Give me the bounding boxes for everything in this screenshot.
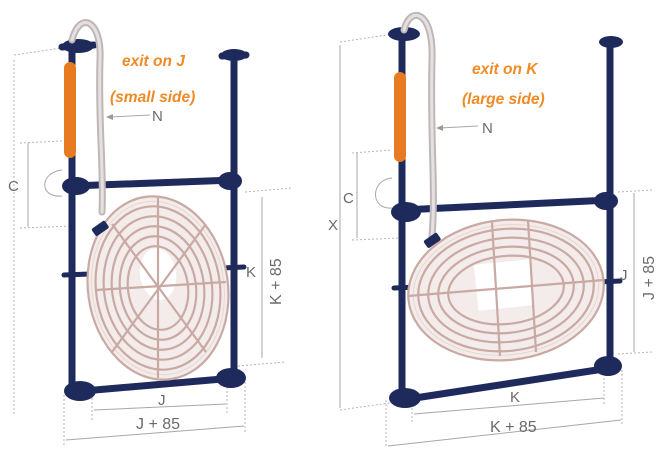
left-label-k85: K + 85 bbox=[268, 258, 285, 305]
right-label-n: N bbox=[482, 120, 493, 137]
left-label-c: C bbox=[8, 178, 19, 195]
right-label-k: K bbox=[510, 389, 520, 406]
left-heading-line2: (small side) bbox=[110, 89, 195, 106]
right-label-k85: K + 85 bbox=[490, 419, 537, 436]
left-label-k: K bbox=[246, 264, 256, 281]
right-coil bbox=[407, 218, 605, 362]
right-heading-line2: (large side) bbox=[462, 91, 545, 108]
right-label-c: C bbox=[343, 190, 354, 207]
left-label-j85: J + 85 bbox=[136, 416, 180, 433]
left-label-n: N bbox=[152, 108, 163, 125]
left-rack-diagram: exit on J (small side) N C K K + 85 J J … bbox=[8, 19, 293, 447]
right-dimension-lines bbox=[339, 45, 635, 447]
right-label-j85: J + 85 bbox=[641, 256, 658, 300]
left-dimension-lines bbox=[27, 114, 263, 441]
right-label-x: X bbox=[328, 217, 338, 234]
right-heading-line1: exit on K bbox=[472, 61, 539, 78]
left-label-j: J bbox=[158, 392, 166, 409]
right-rack-diagram: exit on K (large side) N X C J J + 85 K … bbox=[328, 11, 658, 448]
right-label-j: J bbox=[620, 267, 628, 284]
right-hose bbox=[375, 11, 437, 240]
left-hose bbox=[44, 19, 106, 216]
left-coil bbox=[86, 195, 230, 381]
left-heading-line1: exit on J bbox=[122, 53, 185, 70]
